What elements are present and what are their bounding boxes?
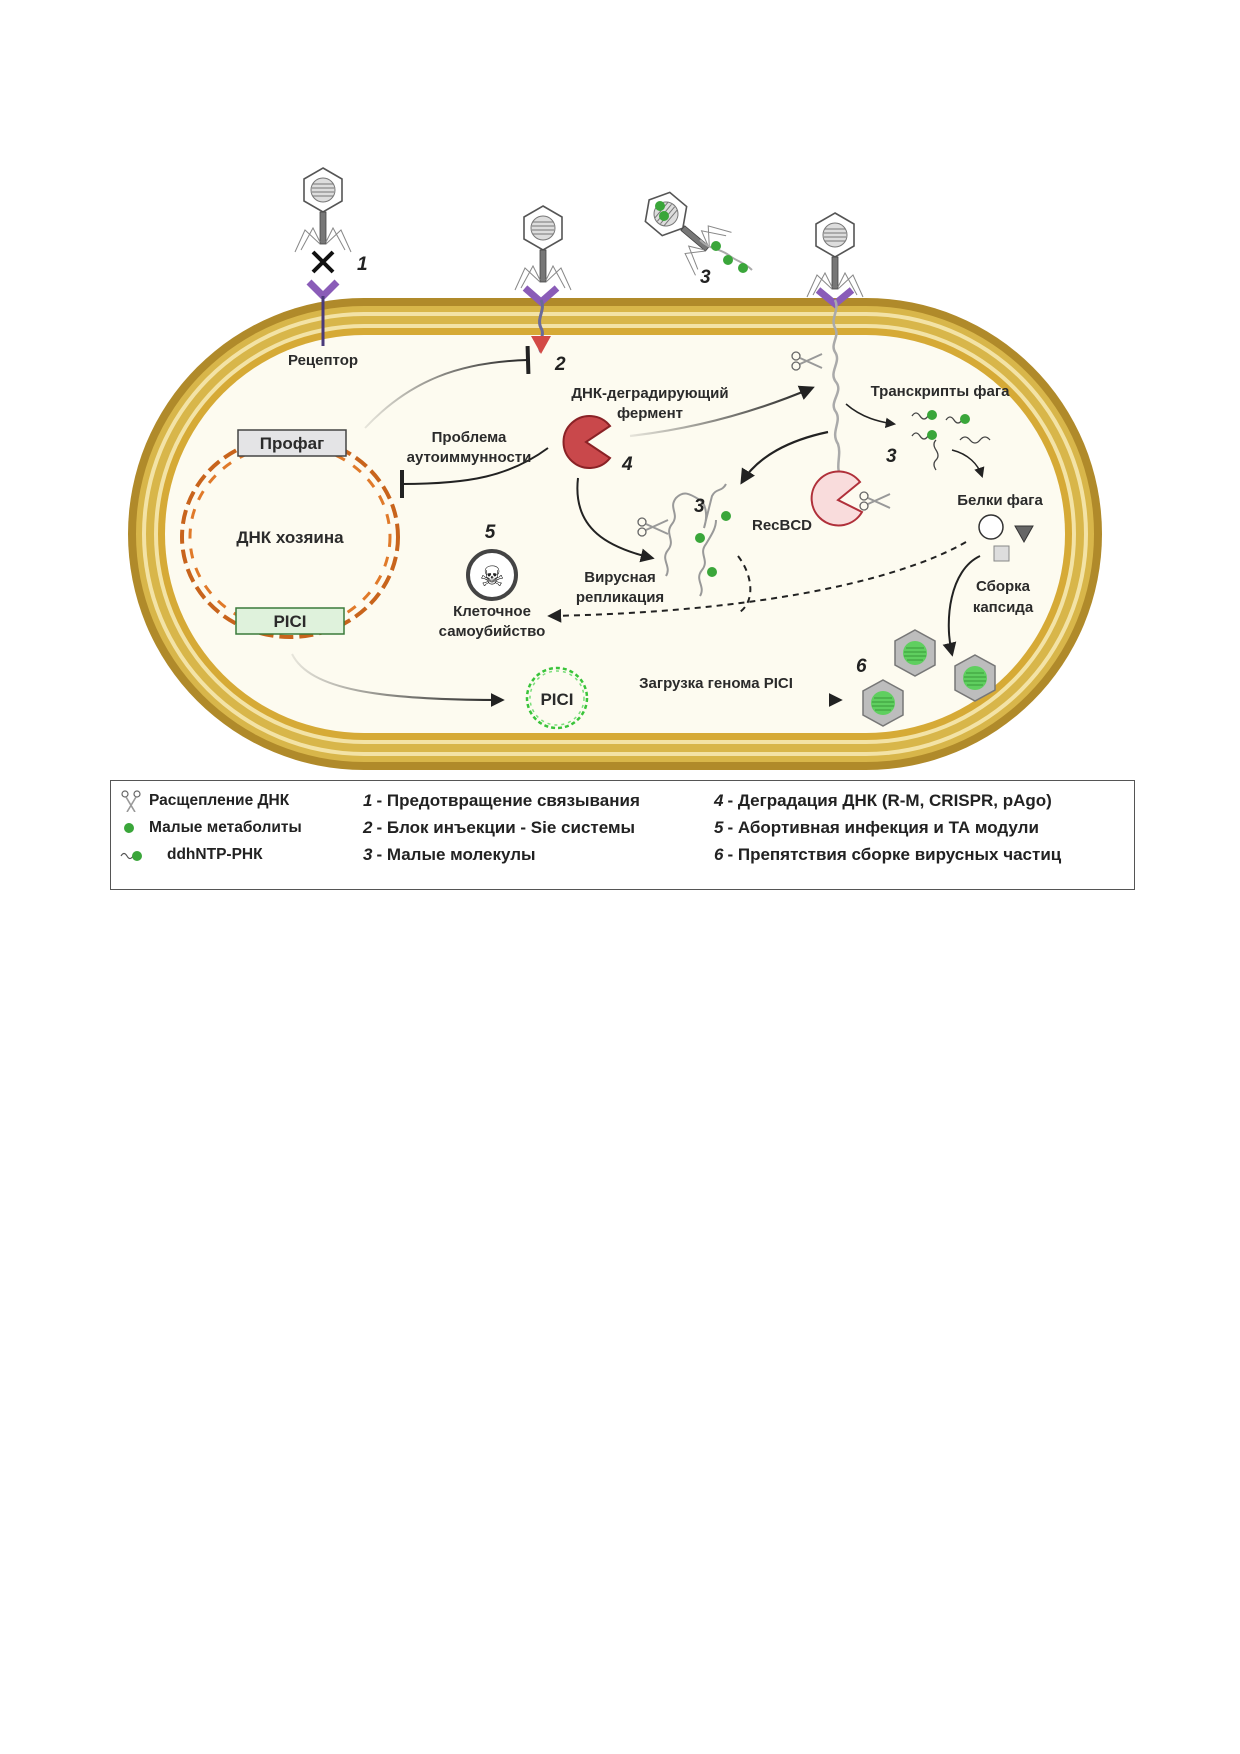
arrow-to-pici	[291, 653, 505, 707]
skull-icon: ☠	[466, 549, 518, 601]
pacman-enzyme-icon	[562, 415, 612, 469]
rna-dot-icon	[120, 850, 142, 861]
viral-replication-label-1: Вирусная	[584, 569, 655, 586]
recbcd-label: RecBCD	[752, 517, 812, 534]
metabolite-dot-icon	[721, 511, 731, 521]
capsid-icon	[862, 679, 904, 727]
legend-item: 4- Деградация ДНК (R-M, CRISPR, pAgo)	[714, 791, 1052, 810]
pici-circle: PICI	[525, 666, 589, 730]
rna-dot-icon	[927, 410, 937, 420]
cell-suicide-label-2: самоубийство	[439, 623, 546, 640]
legend-item: 1- Предотвращение связывания	[363, 791, 640, 810]
phage-icon	[630, 177, 733, 277]
step-number-1: 1	[357, 254, 368, 275]
viral-replication-label-2: репликация	[576, 589, 664, 606]
legend-symbol-item: Малые метаболиты	[119, 814, 302, 841]
injection-block-icon	[531, 336, 551, 354]
phage-dna	[832, 299, 844, 479]
step-number-3-transcripts: 3	[886, 446, 897, 467]
metabolite-dot-icon	[659, 211, 669, 221]
protein-circle-icon	[978, 514, 1004, 540]
recbcd-icon	[810, 470, 864, 527]
receptor-icon	[306, 279, 340, 346]
protein-square-icon	[993, 545, 1010, 562]
metabolite-dot-icon	[723, 255, 733, 265]
rna-dot-icon	[927, 430, 937, 440]
step-number-2: 2	[554, 354, 566, 375]
metabolite-dot-icon	[695, 533, 705, 543]
metabolite-dot-icon	[711, 241, 721, 251]
step-number-4: 4	[621, 454, 633, 475]
phage-icon	[806, 212, 864, 298]
legend-items-right: 4- Деградация ДНК (R-M, CRISPR, pAgo) 5-…	[714, 787, 1061, 868]
step-number-5: 5	[485, 522, 496, 543]
enzyme-label-2: фермент	[617, 405, 683, 422]
phage-defense-diagram: 1 Рецептор 2 3 Профаг ДНК хозяина PICI	[128, 167, 1102, 770]
pici-box: PICI	[235, 607, 345, 635]
metabolite-dot-icon	[655, 201, 665, 211]
arrow-to-transcripts	[845, 403, 897, 429]
capsid-icon	[894, 629, 936, 677]
legend-symbol-item: Расщепление ДНК	[119, 787, 302, 814]
legend-symbol-item: ddhNTP-РНК	[119, 841, 302, 868]
legend: Расщепление ДНК Малые метаболиты ddhNTP-…	[110, 780, 1135, 890]
svg-text:☠: ☠	[479, 560, 504, 593]
legend-items-left: 1- Предотвращение связывания 2- Блок инъ…	[363, 787, 640, 868]
metabolite-dot-icon	[738, 263, 748, 273]
viral-replication-dna	[664, 483, 727, 597]
dashed-arrow-to-suicide	[547, 541, 967, 623]
arrow-enzyme-to-dna	[629, 385, 815, 438]
prophage-box: Профаг	[237, 429, 347, 457]
transcripts-label: Транскрипты фага	[871, 383, 1010, 400]
svg-text:PICI: PICI	[273, 612, 306, 631]
enzyme-label-1: ДНК-деградирующий	[571, 385, 728, 402]
pici-loading-label: Загрузка генома PICI	[639, 675, 793, 692]
arrow-capsid-assembly	[942, 555, 981, 657]
capsid-assembly-label-1: Сборка	[976, 578, 1031, 595]
inhibit-arrow-autoimmunity	[399, 447, 549, 499]
legend-symbols: Расщепление ДНК Малые метаболиты ddhNTP-…	[119, 787, 302, 868]
arrow-to-proteins	[951, 449, 985, 478]
svg-text:PICI: PICI	[540, 690, 573, 709]
capsid-icon	[954, 654, 996, 702]
capsid-assembly-label-2: капсида	[973, 599, 1034, 616]
legend-item: 6- Препятствия сборке вирусных частиц	[714, 845, 1062, 864]
step-number-6: 6	[856, 656, 867, 677]
arrow-to-replication	[576, 477, 655, 563]
rna-dot-icon	[960, 414, 970, 424]
cell-suicide-label-1: Клеточное	[453, 603, 531, 620]
arrow-dna-to-replication	[740, 430, 829, 485]
legend-item: 3- Малые молекулы	[363, 845, 536, 864]
step-number-3-top: 3	[700, 267, 711, 288]
transcripts-group	[911, 410, 991, 471]
metabolite-dot-icon	[707, 567, 717, 577]
scissors-icon	[121, 789, 141, 812]
inhibit-arrow-prophage	[364, 345, 531, 429]
metabolite-dot-icon	[124, 822, 134, 833]
dashed-line-replication	[737, 555, 752, 613]
svg-text:Профаг: Профаг	[260, 434, 324, 453]
protein-triangle-icon	[1014, 525, 1034, 544]
phage-icon	[514, 205, 572, 291]
receptor-label: Рецептор	[288, 352, 358, 369]
legend-item: 5- Абортивная инфекция и ТА модули	[714, 818, 1039, 837]
autoimmunity-label-1: Проблема	[432, 429, 507, 446]
phage-proteins-label: Белки фага	[957, 492, 1043, 509]
phage-icon	[294, 167, 352, 253]
block-x-icon	[311, 250, 335, 274]
legend-item: 2- Блок инъекции - Sie системы	[363, 818, 636, 837]
step-number-3-replication: 3	[694, 496, 705, 517]
host-dna-label: ДНК хозяина	[236, 528, 344, 547]
autoimmunity-label-2: аутоиммунности	[407, 449, 532, 466]
bacterial-cell	[128, 298, 1102, 770]
